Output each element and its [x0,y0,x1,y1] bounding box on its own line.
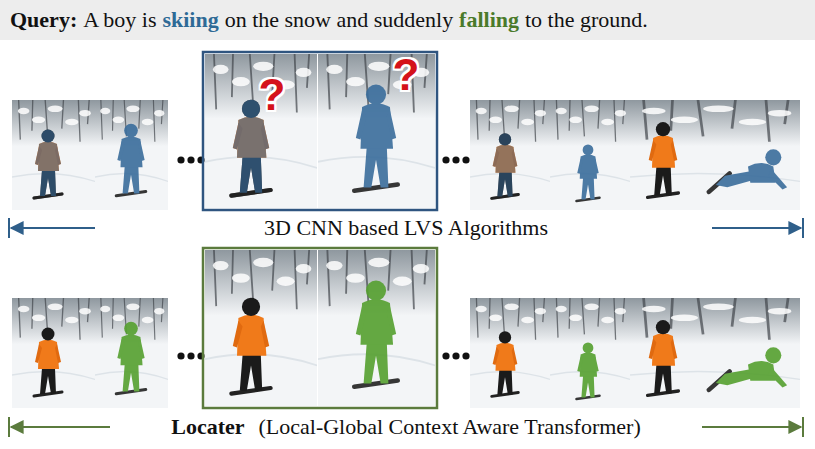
method-caption: 3D CNN based LVS Algorithms [260,216,552,240]
query-text: to the ground. [525,8,648,32]
question-mark-box: ? [250,68,294,122]
caption-box: Locater(Local-Global Context Aware Trans… [100,412,712,442]
query-heading: Query: [10,8,77,32]
method-name: Locater [167,415,248,439]
query-band [0,0,815,40]
query-keyword: skiing [162,8,218,32]
question-mark: ? [259,71,286,119]
query-text: A boy is [83,8,156,32]
question-mark-box: ? [384,48,428,102]
query-keyword: falling [459,8,519,32]
method-caption: (Local-Global Context Aware Transformer) [254,415,644,439]
row-locater [12,248,800,408]
query-line: Query:A boy isskiing on the snow and sudd… [0,0,815,40]
query-text: on the snow and suddenly [225,8,454,32]
caption-box: 3D CNN based LVS Algorithms [100,213,712,243]
question-mark: ? [393,51,420,99]
